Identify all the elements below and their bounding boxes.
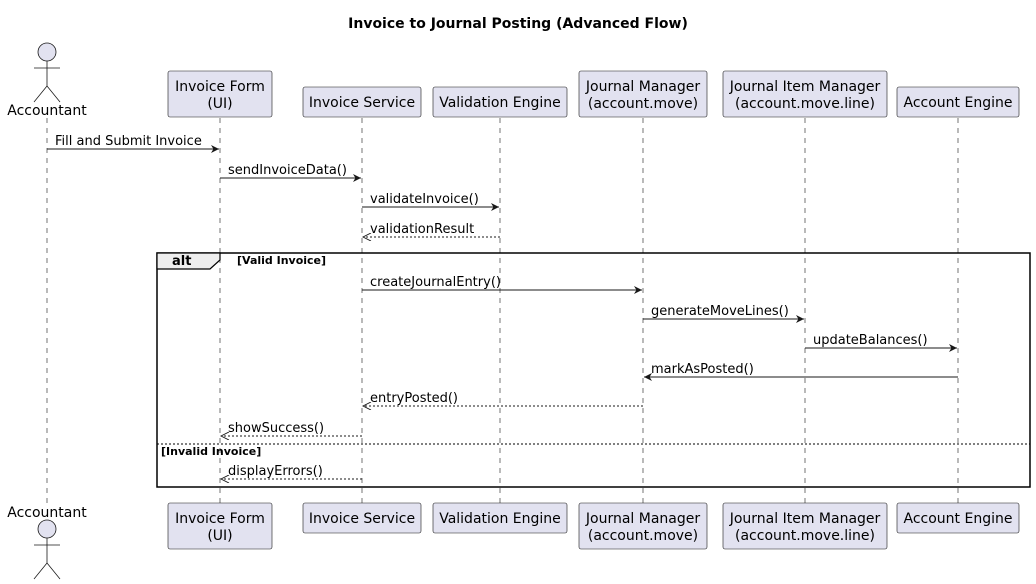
participant-label: Account Engine	[904, 95, 1013, 111]
message-label: showSuccess()	[228, 421, 324, 436]
message-5: createJournalEntry()	[362, 275, 642, 294]
message-10: showSuccess()	[221, 421, 362, 436]
participant-invoice-form-bottom: Invoice Form(UI)	[167, 502, 273, 550]
message-label: validationResult	[370, 222, 474, 237]
actor-leg-left	[33, 85, 48, 103]
participant-account-engine-bottom: Account Engine	[896, 502, 1020, 534]
actor-leg-right	[46, 562, 61, 580]
alt-guard: [Valid Invoice]	[237, 254, 326, 267]
participant-journal-item-manager-bottom: Journal Item Manager(account.move.line)	[722, 502, 888, 550]
message-4: validationResult	[363, 222, 500, 237]
message-label: Fill and Submit Invoice	[55, 134, 202, 149]
participant-box	[302, 86, 422, 118]
participant-label: (UI)	[207, 96, 232, 112]
participant-label: Validation Engine	[439, 95, 561, 111]
message-label: generateMoveLines()	[651, 304, 789, 319]
alt-frame	[156, 252, 1031, 488]
participant-box	[578, 502, 708, 550]
actor-head-icon	[37, 42, 57, 62]
participant-label: Account Engine	[904, 511, 1013, 527]
participant-invoice-service-top: Invoice Service	[302, 86, 422, 118]
participant-label: Validation Engine	[439, 511, 561, 527]
participant-label: (account.move)	[588, 528, 698, 544]
participant-heads-top: Accountant Invoice Form(UI) Invoice Servic…	[7, 42, 1020, 119]
actor-head-icon	[37, 519, 57, 539]
message-label: sendInvoiceData()	[228, 163, 347, 178]
lifelines	[46, 118, 959, 503]
participant-label: Invoice Service	[309, 95, 415, 111]
alt-tab	[156, 252, 221, 270]
participant-label: Journal Manager	[585, 511, 700, 527]
participant-invoice-service-bottom: Invoice Service	[302, 502, 422, 534]
participant-box	[432, 502, 568, 534]
participant-label: Invoice Form	[175, 511, 265, 527]
message-label: displayErrors()	[228, 464, 323, 479]
message-1: Fill and Submit Invoice	[47, 134, 219, 153]
participant-label: (account.move)	[588, 96, 698, 112]
participant-label: Journal Item Manager	[729, 511, 881, 527]
diagram-title: Invoice to Journal Posting (Advanced Flo…	[348, 16, 688, 32]
participant-box	[896, 502, 1020, 534]
message-8: markAsPosted()	[644, 362, 958, 381]
participant-heads-bottom: Accountant Invoice Form(UI) Invoice Servic…	[7, 502, 1020, 580]
message-3: validateInvoice()	[362, 192, 499, 211]
participant-validation-engine-bottom: Validation Engine	[432, 502, 568, 534]
participant-label: Invoice Service	[309, 511, 415, 527]
participant-validation-engine-top: Validation Engine	[432, 86, 568, 118]
participant-box	[167, 70, 273, 118]
participant-journal-item-manager-top: Journal Item Manager(account.move.line)	[722, 70, 888, 118]
actor-leg-right	[46, 85, 61, 103]
message-9: entryPosted()	[363, 391, 643, 406]
messages: Fill and Submit Invoice sendInvoiceData()…	[47, 134, 958, 479]
message-label: validateInvoice()	[370, 192, 479, 207]
participant-box	[432, 86, 568, 118]
message-7: updateBalances()	[805, 333, 957, 352]
participant-box	[167, 502, 273, 550]
actor-accountant-bottom: Accountant	[7, 505, 87, 580]
message-label: markAsPosted()	[651, 362, 754, 377]
participant-journal-manager-bottom: Journal Manager(account.move)	[578, 502, 708, 550]
alt-else-guard: [Invalid Invoice]	[161, 445, 261, 458]
participant-label: Journal Manager	[585, 79, 700, 95]
participant-journal-manager-top: Journal Manager(account.move)	[578, 70, 708, 118]
participant-account-engine-top: Account Engine	[896, 86, 1020, 118]
actor-accountant-top: Accountant	[7, 42, 87, 119]
participant-label: Journal Item Manager	[729, 79, 881, 95]
participant-label: (account.move.line)	[735, 96, 875, 112]
participant-label: (UI)	[207, 528, 232, 544]
participant-label: Invoice Form	[175, 79, 265, 95]
message-6: generateMoveLines()	[643, 304, 804, 323]
participant-box	[722, 70, 888, 118]
actor-label: Accountant	[7, 505, 87, 521]
alt-keyword: alt	[172, 254, 191, 269]
participant-box	[722, 502, 888, 550]
actor-leg-left	[33, 562, 48, 580]
message-label: createJournalEntry()	[370, 275, 501, 290]
participant-box	[896, 86, 1020, 118]
actor-label: Accountant	[7, 103, 87, 119]
participant-box	[302, 502, 422, 534]
message-label: updateBalances()	[813, 333, 928, 348]
message-2: sendInvoiceData()	[220, 163, 361, 182]
alt-fragment: alt [Valid Invoice] [Invalid Invoice]	[156, 252, 1031, 488]
message-label: entryPosted()	[370, 391, 458, 406]
participant-box	[578, 70, 708, 118]
message-11: displayErrors()	[221, 464, 362, 479]
participant-label: (account.move.line)	[735, 528, 875, 544]
participant-invoice-form-top: Invoice Form(UI)	[167, 70, 273, 118]
